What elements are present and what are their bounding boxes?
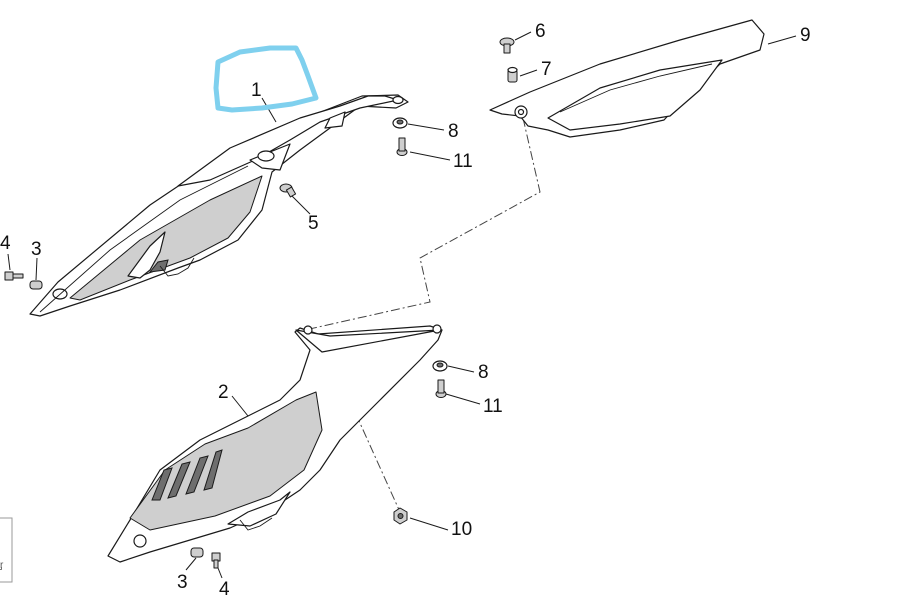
bolt-11-upper-icon bbox=[396, 137, 408, 156]
assembly-line-upper bbox=[304, 117, 541, 331]
callout-8-upper: 8 bbox=[448, 121, 459, 142]
screw-4-upper-icon bbox=[4, 271, 24, 281]
callout-1: 1 bbox=[251, 80, 262, 101]
washer-8-upper-icon bbox=[392, 117, 408, 129]
lower-panel-vents bbox=[151, 449, 223, 501]
callout-11-lower: 11 bbox=[483, 396, 503, 417]
insert-3-upper-icon bbox=[29, 280, 43, 290]
lower-side-panel bbox=[107, 324, 443, 563]
part-1-highlight bbox=[213, 45, 319, 113]
callout-2: 2 bbox=[218, 382, 229, 403]
corner-stamp: ᶉ bbox=[0, 517, 13, 583]
callout-9: 9 bbox=[800, 25, 811, 46]
callout-10: 10 bbox=[451, 519, 472, 540]
callout-3-upper: 3 bbox=[31, 239, 42, 260]
insert-3-lower-icon bbox=[190, 547, 204, 558]
leader-lines bbox=[7, 31, 797, 579]
callout-6: 6 bbox=[535, 21, 546, 42]
bolt-11-lower-icon bbox=[435, 379, 447, 398]
callout-8-lower: 8 bbox=[478, 362, 489, 383]
washer-8-lower-icon bbox=[432, 360, 448, 372]
callout-4-upper: 4 bbox=[0, 233, 11, 254]
corner-stamp-text: ᶉ bbox=[0, 560, 4, 571]
callout-4-lower: 4 bbox=[219, 579, 230, 600]
screw-4-lower-icon bbox=[211, 552, 221, 569]
callout-7: 7 bbox=[541, 59, 552, 80]
upper-side-fairing bbox=[29, 94, 409, 317]
nut-10-icon bbox=[393, 507, 408, 525]
callout-3-lower: 3 bbox=[177, 572, 188, 593]
rear-upper-cover bbox=[489, 19, 765, 138]
callout-11-upper: 11 bbox=[453, 151, 473, 172]
screw-6-icon bbox=[499, 37, 515, 54]
callout-5: 5 bbox=[308, 213, 319, 234]
spacer-7-icon bbox=[507, 66, 518, 83]
screw-5-icon bbox=[279, 183, 297, 198]
